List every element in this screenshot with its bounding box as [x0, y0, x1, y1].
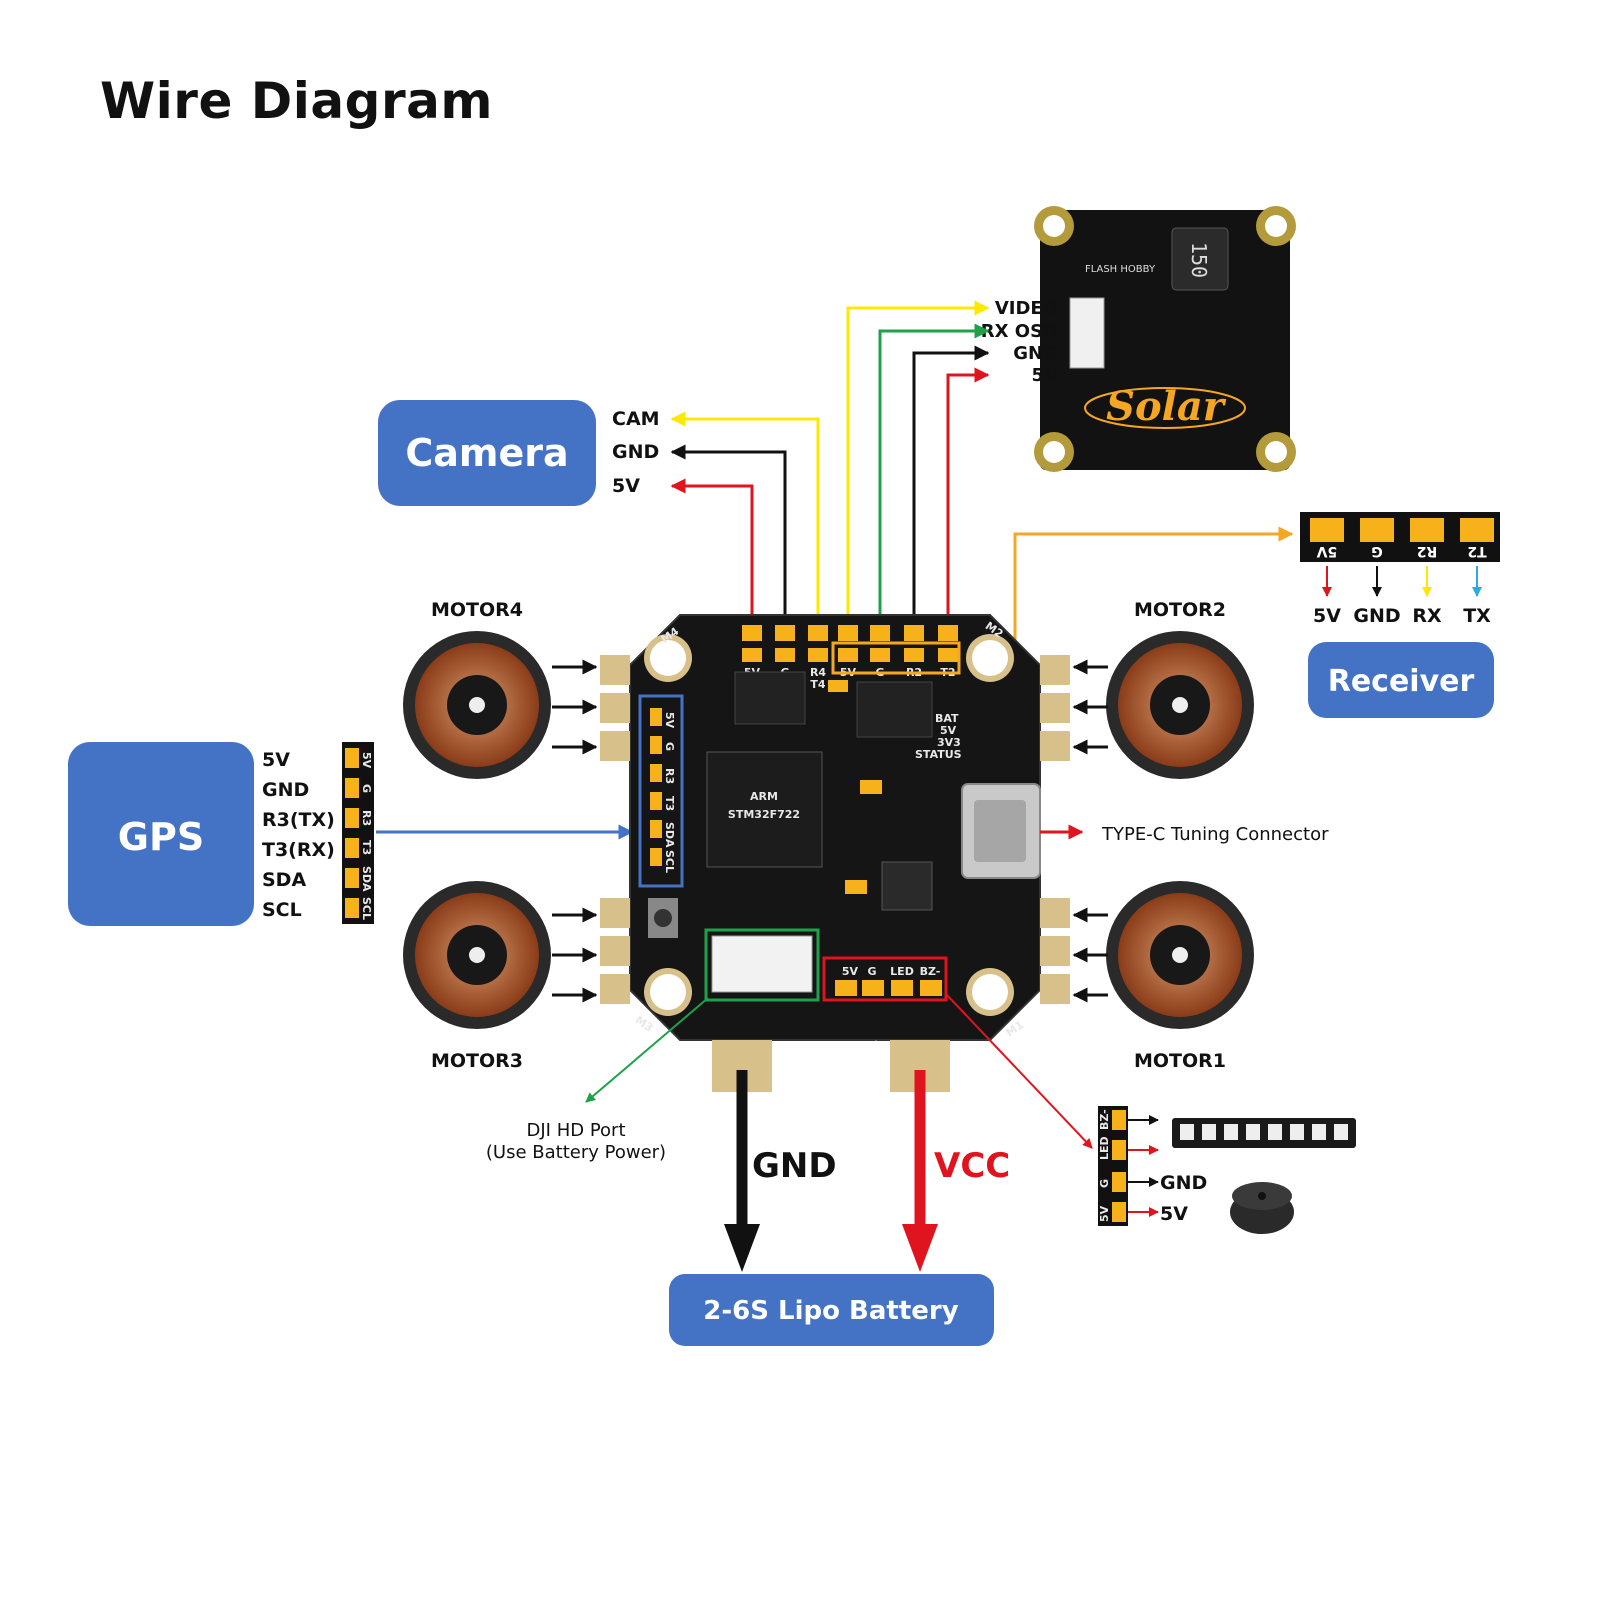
board-pad-bottom-bz: BZ-: [920, 965, 941, 978]
peripheral-gnd-label: GND: [1160, 1172, 1207, 1194]
gnd-wire-label: GND: [752, 1146, 837, 1186]
vtx-brand: FLASH HOBBY: [1085, 264, 1156, 275]
peripheral-pin-5v: 5V: [1098, 1205, 1111, 1222]
board-status-bat: BAT: [935, 712, 959, 725]
receiver-pin-5v: 5V: [1313, 605, 1341, 627]
board-status-5v: 5V: [940, 724, 957, 737]
board-pad-minus: -: [785, 1036, 792, 1057]
board-pad-left-5v: 5V: [663, 712, 676, 729]
flight-controller: M4 M2 M3 M1 5V G R4 T4 5V G R2 T2 ARM ST…: [600, 614, 1070, 1092]
gps-pin-5v: 5V: [262, 749, 290, 771]
led-buzzer-header: BZ- LED G 5V: [1098, 1106, 1128, 1226]
dji-line1: DJI HD Port: [527, 1120, 626, 1141]
board-pad-bottom-g: G: [867, 965, 876, 978]
gps-pin-sda: SDA: [262, 869, 306, 891]
gps-pin-gnd: GND: [262, 779, 309, 801]
board-pad-r4: R4: [810, 666, 826, 679]
receiver-header: 5V G R2 T2: [1300, 512, 1500, 562]
receiver-pin-gnd: GND: [1353, 605, 1400, 627]
camera-pin-labels: CAM GND 5V: [612, 408, 660, 497]
motor3-label: MOTOR3: [431, 1050, 523, 1072]
gps-header-pin-scl: SCL: [360, 897, 373, 920]
vtx-pin-gnd: GND: [1013, 343, 1058, 364]
camera-label: Camera: [405, 431, 568, 475]
receiver-pin-rx: RX: [1412, 605, 1442, 627]
peripheral-pin-led: LED: [1098, 1136, 1111, 1160]
gps-header-pin-t3: T3: [360, 840, 373, 855]
usb-label: TYPE-C Tuning Connector: [1101, 824, 1329, 845]
motor-wires: [552, 659, 1108, 1003]
receiver-box: Receiver: [1308, 642, 1494, 718]
camera-box: Camera: [378, 400, 596, 506]
receiver-header-pin-t2: T2: [1467, 543, 1486, 559]
gps-header-pin-r3: R3: [360, 810, 373, 826]
vtx-pin-video: VIDEO: [995, 298, 1058, 319]
dji-line2: (Use Battery Power): [486, 1142, 666, 1163]
board-pad-left-r3: R3: [663, 768, 676, 784]
gps-box: GPS: [68, 742, 254, 926]
vcc-wire-label: VCC: [934, 1146, 1010, 1186]
receiver-pin-tx: TX: [1463, 605, 1491, 627]
gps-header-pin-sda: SDA: [360, 866, 373, 892]
battery-box: 2-6S Lipo Battery: [669, 1274, 994, 1346]
motor4-label: MOTOR4: [431, 599, 523, 621]
vtx-pin-labels: VIDEO RX OSD GND 5V: [981, 298, 1058, 386]
motor4: [403, 631, 551, 779]
motor3: [403, 881, 551, 1029]
peripheral-5v-label: 5V: [1160, 1203, 1188, 1225]
board-status-3v3: 3V3: [937, 736, 961, 749]
receiver-header-pin-r2: R2: [1417, 543, 1438, 559]
gps-header: 5V G R3 T3 SDA SCL: [342, 742, 374, 924]
board-pad-left-g: G: [663, 742, 676, 751]
gps-pin-scl: SCL: [262, 899, 302, 921]
vtx-wires: [846, 300, 990, 625]
gps-pin-t3rx: T3(RX): [262, 839, 335, 861]
mcu-part: STM32F722: [728, 808, 800, 821]
receiver-header-pin-g: G: [1371, 543, 1383, 559]
camera-wires: [670, 411, 820, 625]
board-pad-left-t3: T3: [663, 796, 676, 811]
gps-label: GPS: [118, 815, 204, 859]
board-pad-bottom-5v: 5V: [842, 965, 859, 978]
vtx-module: 150 FLASH HOBBY Solar: [1034, 206, 1296, 472]
board-label-m3: M3: [633, 1013, 656, 1034]
board-pad-left-scl: SCL: [663, 850, 676, 873]
vtx-pin-5v: 5V: [1032, 365, 1059, 386]
vtx-pin-rxosd: RX OSD: [981, 321, 1058, 342]
camera-pin-gnd: GND: [612, 441, 659, 463]
board-status-status: STATUS: [915, 748, 962, 761]
vtx-power-badge: 150: [1187, 242, 1211, 278]
receiver-pin-labels: 5V GND RX TX: [1313, 605, 1491, 627]
gps-pin-labels: 5V GND R3(TX) T3(RX) SDA SCL: [262, 749, 335, 921]
motor1: [1106, 881, 1254, 1029]
board-pad-bottom-led: LED: [890, 965, 914, 978]
motor2-label: MOTOR2: [1134, 599, 1226, 621]
page-title: Wire Diagram: [100, 72, 493, 130]
camera-pin-cam: CAM: [612, 408, 660, 430]
battery-label: 2-6S Lipo Battery: [703, 1296, 958, 1326]
receiver-pin-arrows: [1322, 566, 1482, 597]
gps-pin-r3tx: R3(TX): [262, 809, 335, 831]
power-wires: GND VCC: [724, 1070, 1010, 1272]
led-buzzer-wires: [1128, 1115, 1159, 1217]
gps-header-pin-g: G: [360, 784, 373, 793]
led-buzzer-arrow: [945, 993, 1093, 1149]
camera-pin-5v: 5V: [612, 475, 640, 497]
board-pad-plus: +: [868, 1036, 883, 1057]
board-pad-left-sda: SDA: [663, 822, 676, 848]
board-pad-t4: T4: [810, 678, 826, 691]
led-strip: [1172, 1118, 1356, 1148]
receiver-label: Receiver: [1328, 664, 1475, 699]
motor1-label: MOTOR1: [1134, 1050, 1226, 1072]
peripheral-pin-g: G: [1098, 1179, 1111, 1188]
dji-arrow: [585, 997, 709, 1103]
gps-header-pin-5v: 5V: [360, 752, 373, 769]
motor-labels: MOTOR4 MOTOR2 MOTOR3 MOTOR1: [431, 599, 1226, 1072]
motor2: [1106, 631, 1254, 779]
peripheral-pin-bz: BZ-: [1098, 1109, 1111, 1130]
receiver-header-pin-5v: 5V: [1317, 543, 1338, 559]
mcu-brand: ARM: [750, 790, 778, 803]
buzzer: [1230, 1182, 1294, 1234]
